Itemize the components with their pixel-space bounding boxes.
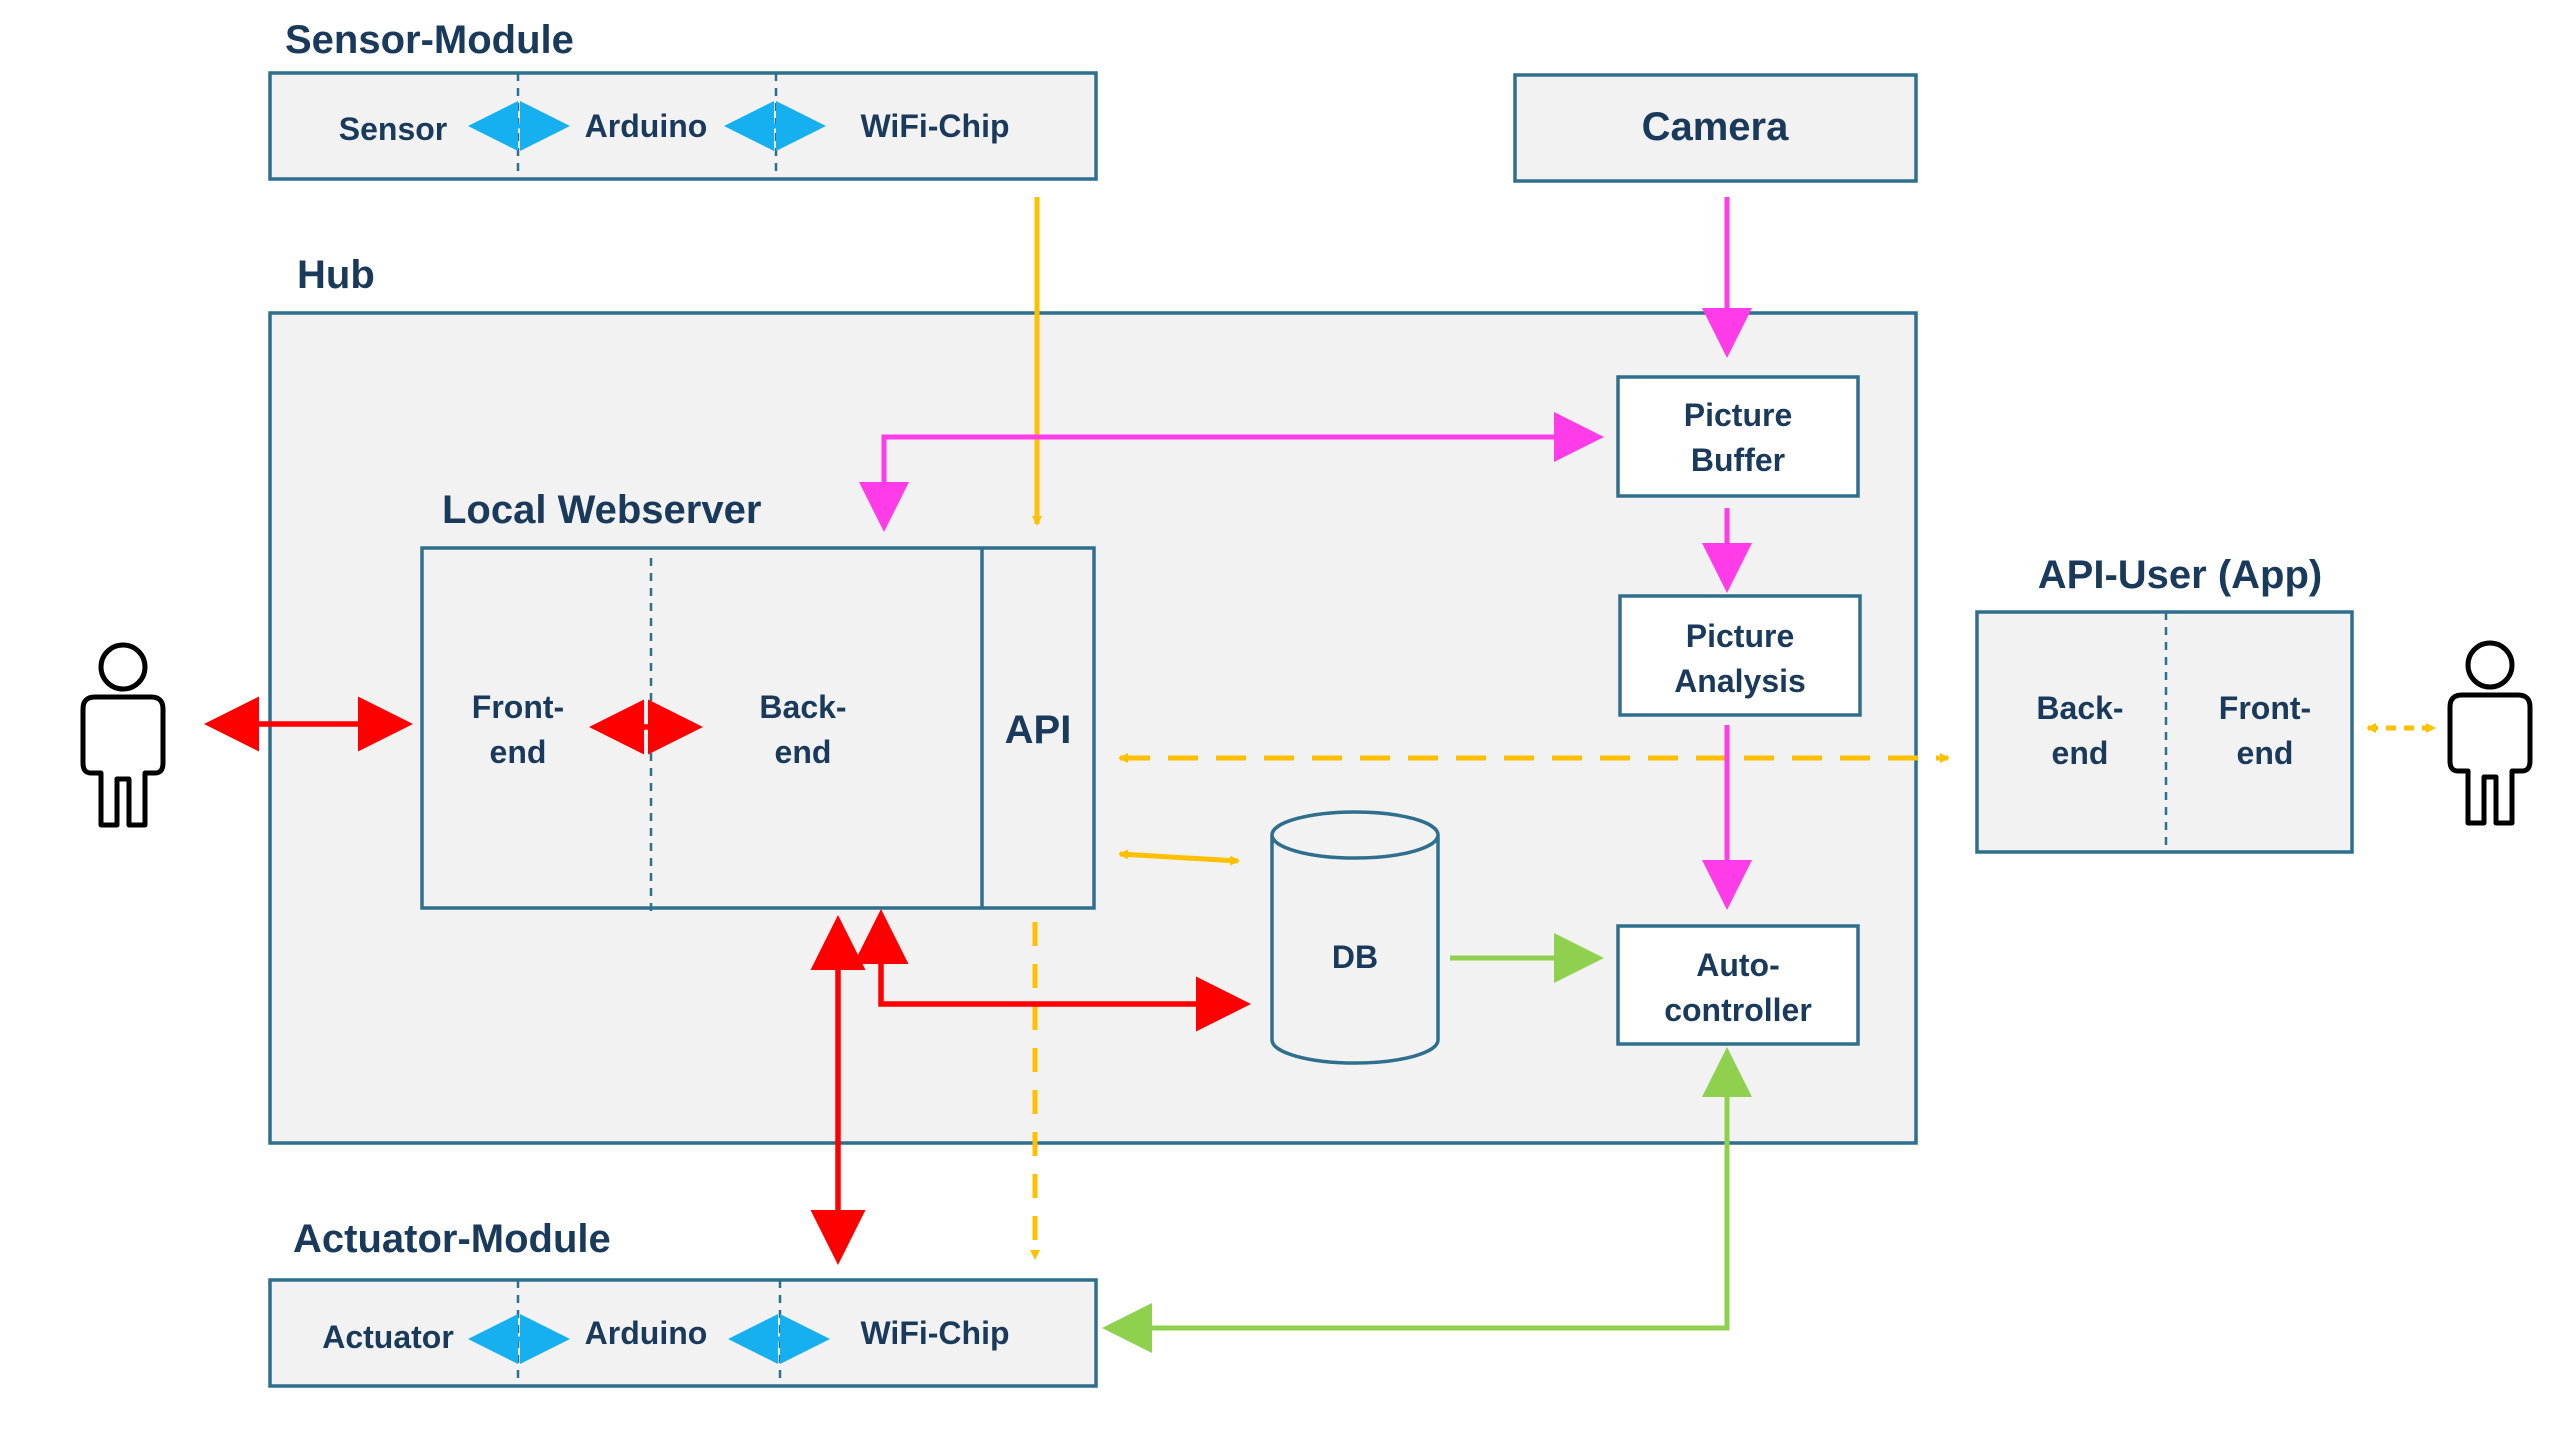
actuator-label: Actuator: [322, 1319, 454, 1355]
api-user-backend-line2: end: [2052, 735, 2109, 771]
sensor-module-box: [268, 71, 1098, 181]
actuator-arduino-label: Arduino: [585, 1315, 708, 1351]
camera-label: Camera: [1642, 105, 1790, 149]
api-user-frontend-line2: end: [2237, 735, 2294, 771]
db-cylinder: [1270, 810, 1440, 1065]
sensor-arduino-label: Arduino: [585, 108, 708, 144]
actuator-module-title: Actuator-Module: [293, 1217, 611, 1261]
webserver-frontend-line2: end: [490, 734, 547, 770]
api-user-title: API-User (App): [2038, 553, 2322, 597]
picture-buffer-line1: Picture: [1684, 397, 1792, 433]
webserver-backend-line1: Back-: [759, 689, 846, 725]
backend-db-arrow: [853, 909, 1251, 1032]
picture-buffer-box: [1616, 375, 1860, 498]
autocontroller-line2: controller: [1664, 992, 1812, 1028]
webserver-title: Local Webserver: [442, 488, 761, 532]
picture-analysis-line1: Picture: [1686, 618, 1794, 654]
sensor-label: Sensor: [339, 111, 447, 147]
webserver-backend-line2: end: [775, 734, 832, 770]
api-db-arrow: [1118, 849, 1240, 866]
actuator-wifi-label: WiFi-Chip: [861, 1315, 1010, 1351]
api-user-box: [1975, 610, 2354, 854]
backend-buffer-arrow: [859, 412, 1604, 532]
autocontroller-box: [1616, 924, 1860, 1046]
sensor-wifi-label: WiFi-Chip: [861, 108, 1010, 144]
api-user-frontend-line1: Front-: [2219, 690, 2311, 726]
api-user-person-icon-right: [2447, 640, 2533, 826]
picture-analysis-line2: Analysis: [1674, 663, 1806, 699]
webserver-frontend-line1: Front-: [472, 689, 564, 725]
sensor-module-title: Sensor-Module: [285, 18, 574, 62]
picture-analysis-box: [1618, 594, 1862, 717]
db-label: DB: [1332, 939, 1378, 975]
hub-title: Hub: [297, 253, 375, 297]
camera-box: [1513, 73, 1918, 183]
picture-buffer-line2: Buffer: [1691, 442, 1785, 478]
webserver-api-label: API: [1005, 708, 1072, 752]
autocontroller-line1: Auto-: [1696, 947, 1780, 983]
webserver-box: [420, 546, 1096, 910]
autocontroller-actuator-arrow: [1102, 1047, 1752, 1353]
api-user-backend-line1: Back-: [2036, 690, 2123, 726]
actuator-module-box: [268, 1278, 1098, 1388]
user-person-icon-left: [80, 642, 166, 828]
